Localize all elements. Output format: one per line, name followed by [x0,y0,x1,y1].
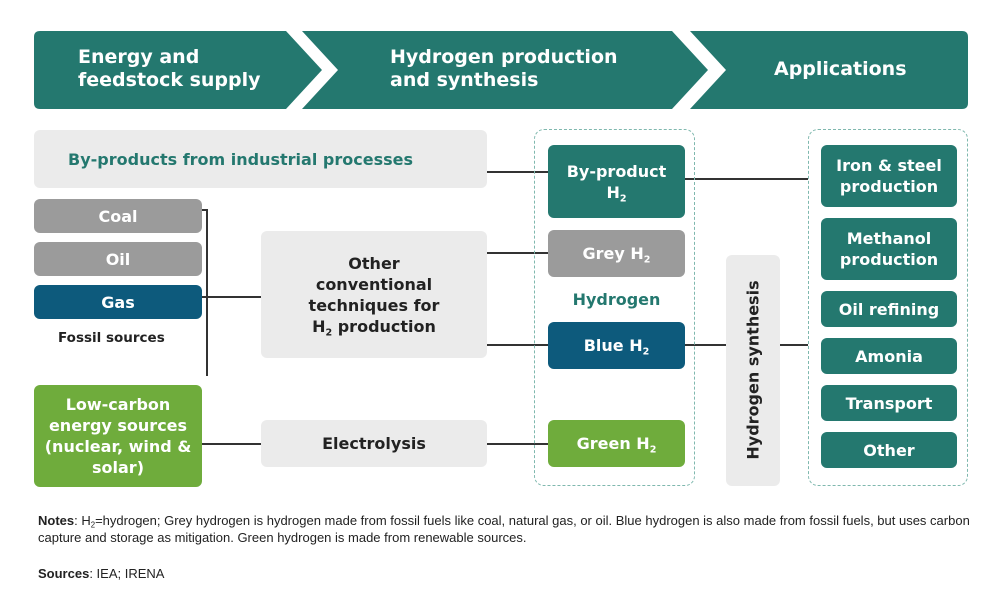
notes-text: =hydrogen; Grey hydrogen is hydrogen mad… [38,513,970,545]
app-transport-label: Transport [845,393,933,413]
hydrogen-group [534,129,695,486]
stage-1-title: Energy and feedstock supply [78,46,261,91]
notes: Notes: H2=hydrogen; Grey hydrogen is hyd… [38,513,970,545]
coal-label: Coal [98,206,138,226]
conventional-label: Other conventional techniques for H2 pro… [308,253,440,338]
connector-fossil-techniques [202,296,261,298]
app-methanol: Methanol production [821,218,957,280]
stage-3-title: Applications [774,58,907,80]
coal-box: Coal [34,199,202,233]
app-transport: Transport [821,385,957,421]
gas-box: Gas [34,285,202,319]
connector-fossil-bracket [206,209,208,376]
electrolysis-box: Electrolysis [261,420,487,467]
notes-label: Notes [38,513,75,528]
applications-group [808,129,968,486]
blue-h2-box: Blue H2 [548,322,685,369]
oil-box: Oil [34,242,202,276]
stage-3-chevron [690,31,968,109]
grey-h2-box: Grey H2 [548,230,685,277]
app-other: Other [821,432,957,468]
connector-synthesis-apps [780,344,808,346]
grey-h2-label: Grey H2 [582,244,651,266]
app-methanol-label: Methanol production [839,229,939,269]
connector-lowcarbon [202,443,261,445]
app-oil-refining-label: Oil refining [838,299,940,319]
conventional-box: Other conventional techniques for H2 pro… [261,231,487,358]
gas-label: Gas [101,292,135,312]
stage-1-chevron [34,31,322,109]
app-other-label: Other [863,440,915,460]
electrolysis-label: Electrolysis [322,434,426,453]
stage-2-title: Hydrogen production and synthesis [390,46,618,91]
green-h2-box: Green H2 [548,420,685,467]
blue-h2-label: Blue H2 [583,336,650,358]
byproducts-label: By-products from industrial processes [68,149,413,169]
connector-grey [487,252,548,254]
sources-text: : IEA; IRENA [89,566,165,581]
connector-byproducts [487,171,548,173]
app-iron-steel: Iron & steel production [821,145,957,207]
connector-coal [202,209,207,211]
hydrogen-center-label: Hydrogen [572,290,661,309]
fossil-sources-label: Fossil sources [58,330,165,346]
stage-2-chevron [302,31,708,109]
connector-green [487,443,548,445]
app-amonia: Amonia [821,338,957,374]
stage-banner [34,31,968,109]
byproduct-h2-box: By-product H2 [548,145,685,218]
connector-blue-synthesis [685,344,726,346]
green-h2-label: Green H2 [576,434,657,456]
byproduct-h2-label: By-product H2 [566,161,667,204]
low-carbon-box: Low-carbon energy sources (nuclear, wind… [34,385,202,487]
app-oil-refining: Oil refining [821,291,957,327]
connector-byproduct-h2-apps [685,178,808,180]
app-iron-steel-label: Iron & steel production [836,156,942,196]
app-amonia-label: Amonia [855,346,923,366]
connector-blue [487,344,548,346]
low-carbon-label: Low-carbon energy sources (nuclear, wind… [44,395,192,477]
hydrogen-synthesis-box: Hydrogen synthesis [726,255,780,486]
sources-label: Sources [38,566,90,581]
sources: Sources: IEA; IRENA [38,565,438,582]
oil-label: Oil [105,249,131,269]
hydrogen-synthesis-label: Hydrogen synthesis [743,280,763,460]
byproducts-box: By-products from industrial processes [34,130,487,188]
